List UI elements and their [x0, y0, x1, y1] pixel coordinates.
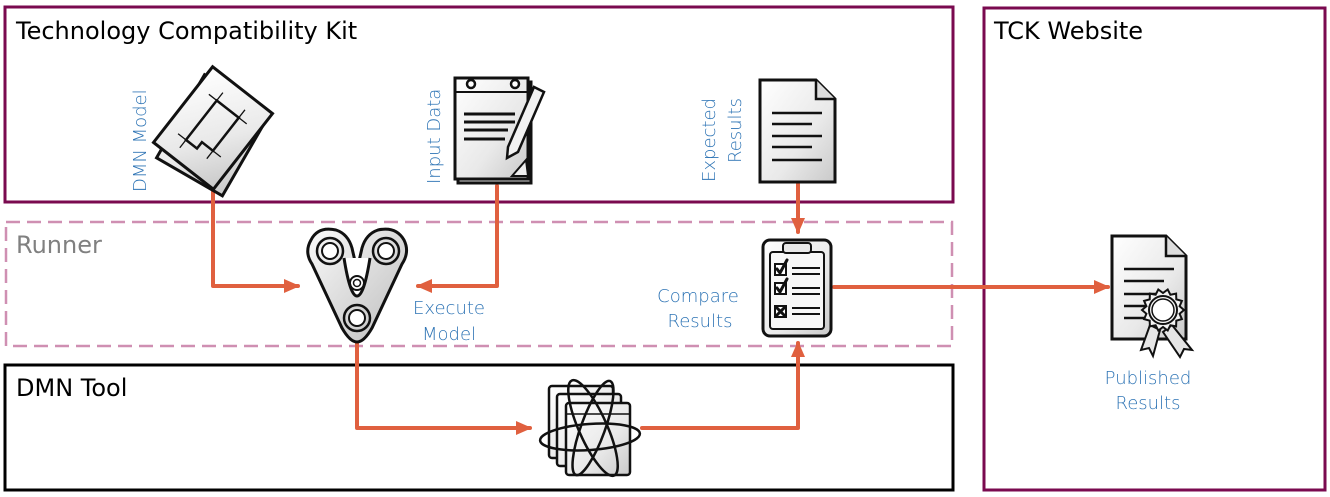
notepad-pencil-icon	[453, 76, 546, 185]
website-container-border	[982, 6, 1327, 492]
engine-windows-orbit-icon	[538, 378, 642, 478]
blueprint-stack-icon	[151, 64, 275, 198]
certificate-icon	[1110, 234, 1195, 359]
dmn-tool-container-title: DMN Tool	[16, 374, 127, 402]
runner-v-icon	[306, 227, 409, 344]
expected-results-label-line2: Results	[725, 98, 746, 163]
execute-model-label-line1: Execute	[413, 298, 485, 319]
expected-results-label-line1: Expected	[699, 98, 720, 182]
edge-input-data-to-execute	[416, 184, 499, 293]
website-container-title: TCK Website	[993, 17, 1143, 45]
published-results-label-line2: Results	[1116, 393, 1181, 414]
dmn-tool-container: DMN Tool	[3, 363, 955, 492]
compare-results-label-line2: Results	[668, 311, 733, 332]
input-data-label: Input Data	[424, 89, 445, 184]
checklist-clipboard-icon	[761, 238, 833, 338]
runner-container-title: Runner	[16, 231, 102, 259]
runner-container-border	[4, 220, 954, 348]
website-container: TCK Website	[982, 6, 1327, 492]
edge-dmn-model-to-execute	[211, 184, 300, 293]
document-icon	[758, 78, 837, 184]
dmn-tool-container-border	[3, 363, 955, 492]
published-results-label-line1: Published	[1105, 368, 1192, 389]
dmn-model-label: DMN Model	[130, 89, 151, 192]
edge-engine-to-compare	[640, 341, 805, 430]
edge-execute-to-engine	[355, 338, 532, 435]
tck-container-title: Technology Compatibility Kit	[15, 17, 357, 45]
tck-container: Technology Compatibility Kit	[3, 5, 955, 204]
compare-results-label-line1: Compare	[657, 286, 739, 307]
execute-model-label-line2: Model	[422, 324, 476, 345]
runner-container: Runner	[4, 220, 954, 348]
tck-container-border	[3, 5, 955, 204]
